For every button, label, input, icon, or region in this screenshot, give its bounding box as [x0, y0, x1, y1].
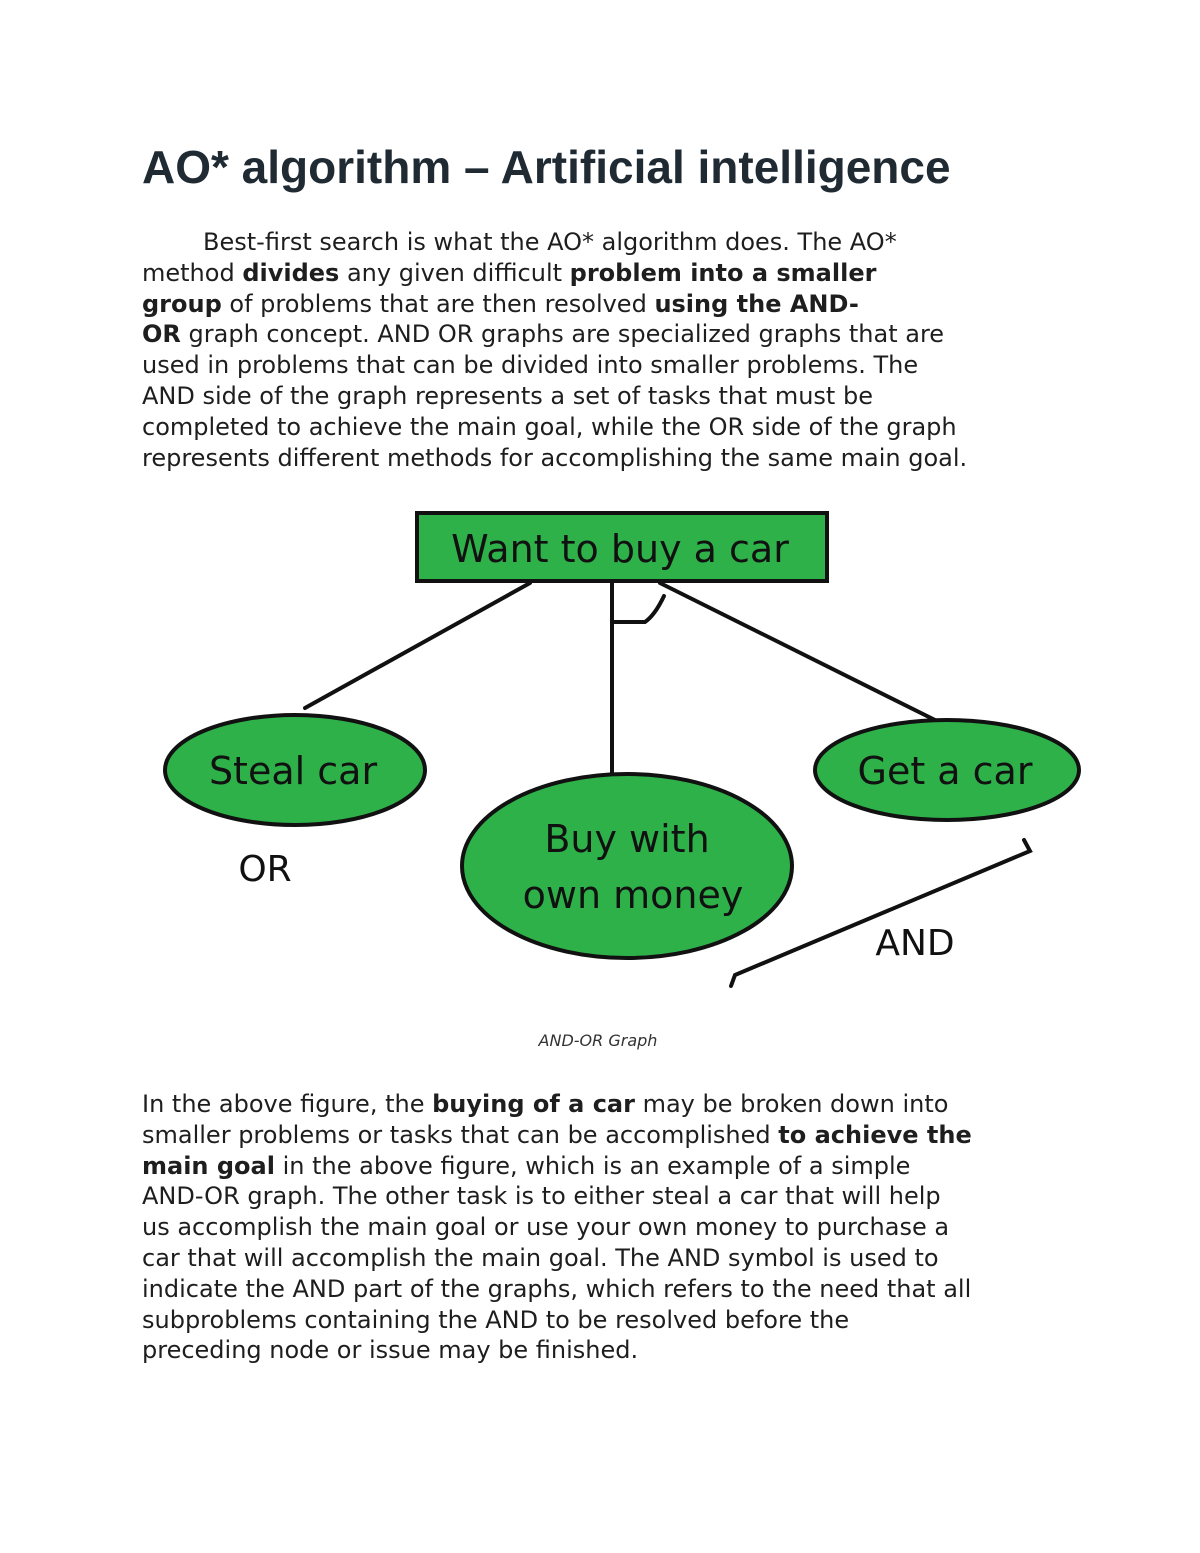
intro-paragraph: Best-first search is what the AO* algori… [142, 227, 967, 473]
text-segment: of problems that are then resolved [221, 289, 655, 318]
text-line: us accomplish the main goal or use your … [142, 1212, 972, 1243]
text-segment: AND side of the graph represents a set o… [142, 381, 873, 410]
text-line: method divides any given difficult probl… [142, 258, 967, 289]
root-node-label: Want to buy a car [451, 527, 789, 571]
text-line: completed to achieve the main goal, whil… [142, 412, 967, 443]
text-line: used in problems that can be divided int… [142, 350, 967, 381]
text-segment: subproblems containing the AND to be res… [142, 1305, 850, 1334]
buy-with-own-money-node [460, 772, 794, 960]
text-segment: car that will accomplish the main goal. … [142, 1243, 939, 1272]
bold-text: OR [142, 320, 181, 349]
text-segment: AND-OR graph. The other task is to eithe… [142, 1182, 941, 1211]
bold-text: problem into a smaller [569, 258, 877, 287]
text-line: preceding node or issue may be finished. [142, 1335, 972, 1366]
steal-car-node [163, 713, 427, 827]
text-segment: In the above figure, the [142, 1090, 433, 1118]
text-line: group of problems that are then resolved… [142, 289, 967, 320]
bold-text: main goal [142, 1151, 275, 1180]
get-a-car-label: Get a car [858, 749, 1033, 793]
edge-steal [303, 581, 532, 710]
bold-text: divides [242, 258, 340, 287]
bold-text: using the AND- [654, 289, 859, 318]
root-node [415, 511, 829, 583]
text-line: represents different methods for accompl… [142, 443, 967, 474]
text-line: In the above figure, the buying of a car… [142, 1089, 972, 1120]
edge-get [658, 581, 937, 722]
text-segment: Best-first search is what the AO* algori… [142, 228, 897, 256]
bold-text: to achieve the [778, 1120, 972, 1149]
get-a-car-node [813, 718, 1081, 822]
bold-text: group [142, 289, 222, 318]
text-segment: completed to achieve the main goal, whil… [142, 412, 957, 441]
text-line: Best-first search is what the AO* algori… [142, 227, 967, 258]
text-line: subproblems containing the AND to be res… [142, 1305, 972, 1336]
buy-label-line1: Buy with [544, 817, 709, 861]
text-segment: method [142, 258, 243, 287]
steal-car-label: Steal car [209, 749, 378, 793]
text-segment: may be broken down into [634, 1090, 949, 1118]
text-line: car that will accomplish the main goal. … [142, 1243, 972, 1274]
bold-text: buying of a car [432, 1090, 635, 1118]
text-segment: in the above figure, which is an example… [274, 1151, 911, 1180]
text-line: AND-OR graph. The other task is to eithe… [142, 1181, 972, 1212]
text-segment: smaller problems or tasks that can be ac… [142, 1120, 779, 1149]
text-line: smaller problems or tasks that can be ac… [142, 1120, 972, 1151]
page-title: AO* algorithm – Artificial intelligence [142, 141, 951, 193]
buy-label-line2: own money [523, 873, 744, 917]
or-label: OR [238, 849, 291, 890]
and-arc [612, 594, 666, 624]
figure-caption: AND-OR Graph [538, 1031, 658, 1050]
text-segment: used in problems that can be divided int… [142, 351, 919, 380]
body-paragraph: In the above figure, the buying of a car… [142, 1089, 972, 1366]
text-segment: us accomplish the main goal or use your … [142, 1213, 950, 1242]
text-line: OR graph concept. AND OR graphs are spec… [142, 319, 967, 350]
text-line: AND side of the graph represents a set o… [142, 381, 967, 412]
text-line: main goal in the above figure, which is … [142, 1151, 972, 1182]
text-segment: graph concept. AND OR graphs are special… [180, 320, 945, 349]
text-segment: any given difficult [339, 258, 570, 287]
text-line: indicate the AND part of the graphs, whi… [142, 1274, 972, 1305]
text-segment: preceding node or issue may be finished. [142, 1336, 639, 1365]
text-segment: indicate the AND part of the graphs, whi… [142, 1274, 972, 1303]
text-segment: represents different methods for accompl… [142, 443, 968, 472]
and-label: AND [875, 923, 954, 964]
and-bracket [729, 838, 1033, 988]
